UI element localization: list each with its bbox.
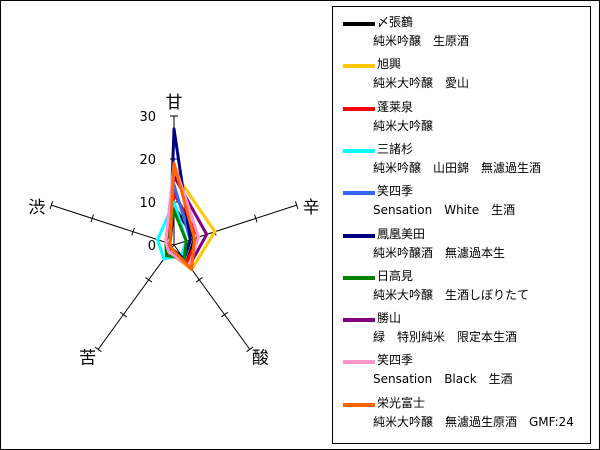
axis-tick (294, 201, 299, 210)
radar-series (156, 127, 217, 271)
axis-tick (145, 277, 153, 283)
legend-swatch (343, 402, 375, 407)
tick-label: 0 (148, 239, 156, 254)
legend-description: 緑 特別純米 限定本生酒 (373, 330, 518, 345)
legend-description: 純米大吟醸 生酒しぼりたて (373, 287, 530, 302)
legend-swatch (343, 360, 375, 365)
legend-description: Sensation Black 生酒 (373, 372, 513, 387)
legend-brand: 笑四季 (377, 353, 414, 368)
axis-line (51, 204, 175, 246)
legend-swatch (343, 275, 375, 280)
legend-brand: 勝山 (377, 311, 402, 326)
axis-label: 苦 (79, 348, 96, 368)
legend-swatch (343, 106, 375, 111)
legend-brand: 蓬莱泉 (377, 99, 414, 114)
legend-swatch (343, 22, 375, 26)
legend-brand: 栄光富士 (377, 395, 426, 410)
legend: 〆張鶴純米吟醸 生原酒旭興純米大吟醸 愛山蓬莱泉純米大吟醸三諸杉純米吟醸 山田錦… (332, 6, 591, 444)
axis-tick (131, 227, 135, 236)
tick-label: 30 (139, 110, 156, 125)
tick-label: 20 (139, 153, 156, 168)
axis-label: 渋 (28, 198, 45, 218)
legend-brand: 日高見 (377, 268, 414, 283)
legend-swatch (343, 318, 375, 323)
axis-tick (254, 214, 258, 223)
legend-description: 純米吟醸 生原酒 (373, 34, 470, 48)
legend-brand: 旭興 (377, 57, 402, 72)
legend-swatch (343, 64, 375, 69)
legend-swatch (343, 148, 375, 153)
axis-tick (49, 201, 54, 210)
axis-tick (90, 214, 94, 223)
legend-brand: 笑四季 (377, 184, 414, 199)
series-polygon (168, 161, 196, 271)
legend-swatch (343, 191, 375, 196)
radar-labels: 0 10 20 30 甘辛酸 苦 渋 (28, 93, 319, 368)
legend-description: 純米吟醸 山田錦 無濾過生酒 (373, 160, 542, 175)
legend-swatch (343, 233, 375, 238)
axis-label: 酸 (252, 348, 269, 368)
legend-brand: 三諸杉 (377, 141, 414, 156)
axis-label: 辛 (303, 198, 320, 218)
axis-tick (221, 311, 229, 318)
axis-tick (195, 277, 203, 283)
legend-description: Sensation White 生酒 (373, 203, 516, 218)
axis-line (97, 244, 175, 350)
legend-brand: 〆張鶴 (377, 15, 414, 29)
axis-label: 甘 (166, 93, 183, 113)
legend-brand: 鳳凰美田 (377, 226, 426, 241)
series-polygon (164, 161, 200, 268)
legend-description: 純米大吟醸 愛山 (373, 76, 470, 91)
axis-tick (246, 346, 254, 353)
legend-description: 純米吟醸酒 無濾過本生 (373, 245, 506, 260)
tick-label: 10 (139, 196, 156, 211)
axis-tick (94, 346, 102, 353)
axis-tick (119, 311, 127, 318)
legend-description: 純米大吟醸 (373, 118, 434, 133)
radar-chart: 0 10 20 30 甘辛酸 苦 渋 (28, 93, 319, 368)
legend-description: 純米大吟醸 無濾過生原酒 GMF:24 (373, 414, 574, 429)
